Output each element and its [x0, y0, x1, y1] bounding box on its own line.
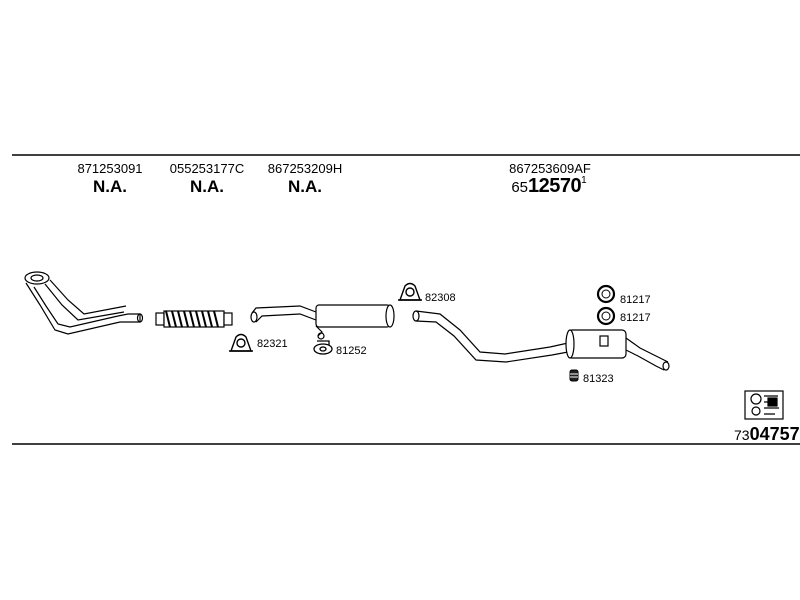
mounting-kit-icon	[744, 390, 784, 420]
rubber-mount-icon	[569, 369, 579, 382]
part-label-rubber: 81323	[583, 373, 614, 385]
code-prefix: 73	[734, 427, 750, 443]
hanger-icon	[313, 340, 333, 355]
ring-icon	[596, 284, 616, 304]
clamp-icon	[398, 282, 422, 301]
na-label: N.A.	[93, 177, 127, 196]
clamp-icon	[229, 333, 253, 352]
middle-silencer-icon	[250, 304, 395, 340]
oem-number: 871253091	[77, 161, 143, 176]
part-label-ring-b: 81217	[620, 312, 651, 324]
oem-number: 867253609AF	[509, 161, 591, 176]
rear-part-number: 65125701	[511, 175, 586, 198]
na-label: N.A.	[190, 177, 224, 196]
na-label: N.A.	[288, 177, 322, 196]
diagram-code: 7304757	[734, 424, 800, 445]
oem-number: 055253177C	[169, 161, 245, 176]
flex-pipe-icon	[155, 310, 233, 328]
part-label-clamp-b: 82321	[257, 338, 288, 350]
part-label-hanger: 81252	[336, 345, 367, 357]
part-prefix: 65	[511, 179, 528, 196]
ring-icon	[596, 306, 616, 326]
front-pipe-icon	[24, 271, 144, 335]
part-label-ring-a: 81217	[620, 294, 651, 306]
oem-number: 867253209H	[267, 161, 343, 176]
rear-silencer-icon	[412, 310, 670, 371]
part-label-clamp-a: 82308	[425, 292, 456, 304]
part-main: 12570	[528, 175, 582, 197]
code-main: 04757	[749, 424, 800, 444]
part-suffix: 1	[581, 175, 587, 186]
